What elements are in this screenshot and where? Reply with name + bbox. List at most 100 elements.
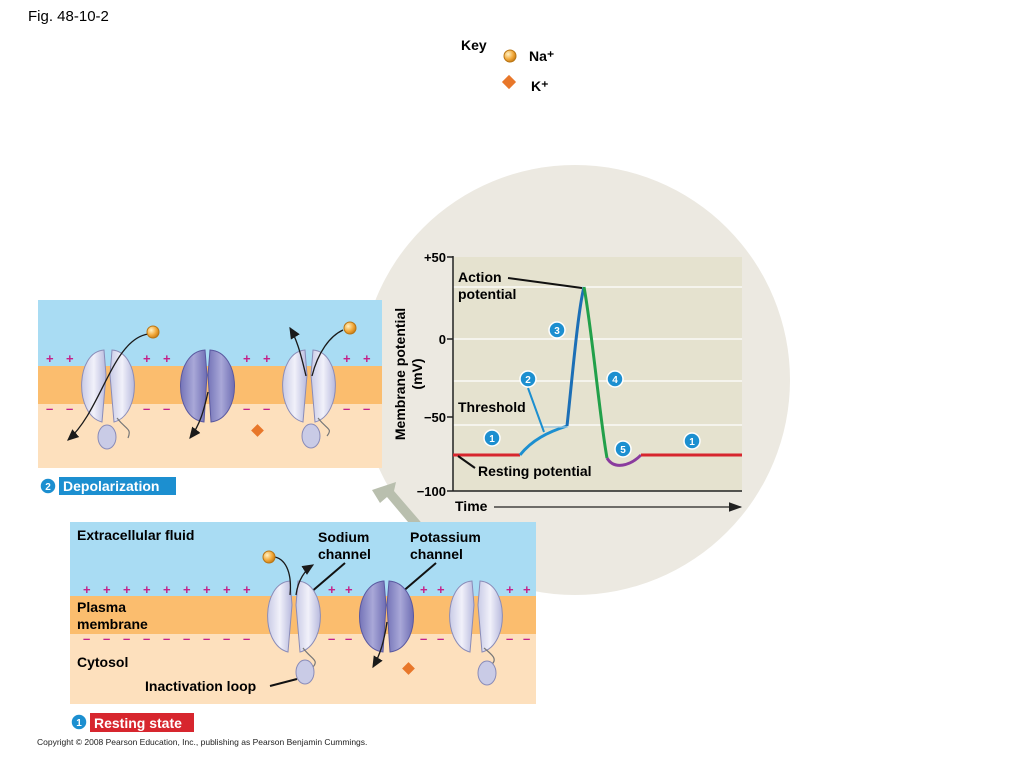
svg-text:+: + bbox=[420, 582, 428, 597]
copyright-notice: Copyright © 2008 Pearson Education, Inc.… bbox=[37, 737, 367, 747]
svg-text:+: + bbox=[343, 351, 351, 366]
falling-phase-segment bbox=[582, 286, 609, 459]
sodium-channel-leader bbox=[309, 562, 346, 594]
svg-text:1: 1 bbox=[689, 437, 695, 448]
y-axis-label: Membrane potential bbox=[392, 308, 408, 440]
svg-text:4: 4 bbox=[612, 375, 618, 386]
positive-charges: + + + + + + + + + + + + + + + bbox=[83, 582, 531, 597]
positive-charges: + + + + + + + + bbox=[46, 351, 371, 366]
svg-text:+: + bbox=[183, 582, 191, 597]
key-sodium-label: Na⁺ bbox=[529, 48, 554, 64]
y-tick-label: +50 bbox=[424, 250, 446, 265]
phase-badge-5: 5 bbox=[614, 440, 632, 458]
svg-text:+: + bbox=[143, 582, 151, 597]
svg-text:+: + bbox=[345, 582, 353, 597]
graph-plot-area bbox=[453, 257, 742, 491]
plasma-membrane-label: Plasma bbox=[77, 599, 126, 615]
sodium-outflow-arrow bbox=[289, 326, 307, 377]
resting-state-label: Resting state bbox=[94, 715, 182, 731]
svg-text:+: + bbox=[506, 582, 514, 597]
svg-text:–: – bbox=[163, 401, 170, 416]
rising-phase-segment bbox=[565, 286, 586, 427]
resting-label-box bbox=[90, 713, 194, 732]
svg-text:–: – bbox=[66, 401, 73, 416]
svg-text:+: + bbox=[46, 351, 54, 366]
plasma-membrane-label-line2: membrane bbox=[77, 616, 148, 632]
sodium-channel-label-line2: channel bbox=[318, 546, 371, 562]
svg-text:–: – bbox=[223, 631, 230, 646]
sodium-approach-arrow bbox=[274, 556, 292, 596]
svg-text:–: – bbox=[46, 401, 53, 416]
phase-2-leader bbox=[527, 387, 545, 433]
potassium-channel-leader bbox=[400, 562, 437, 594]
svg-text:1: 1 bbox=[489, 434, 495, 445]
sodium-channel-right bbox=[282, 349, 336, 449]
svg-text:2: 2 bbox=[525, 375, 531, 386]
phase-badge-1-return: 1 bbox=[683, 432, 701, 450]
svg-text:–: – bbox=[183, 631, 190, 646]
depolarization-label: Depolarization bbox=[63, 478, 159, 494]
svg-text:+: + bbox=[363, 351, 371, 366]
phase-badge-4: 4 bbox=[606, 370, 624, 388]
cytosol-label: Cytosol bbox=[77, 654, 128, 670]
svg-text:+: + bbox=[66, 351, 74, 366]
phase-badge-2: 2 bbox=[519, 370, 537, 388]
svg-text:–: – bbox=[143, 401, 150, 416]
svg-text:–: – bbox=[523, 631, 530, 646]
inactivation-ball bbox=[301, 423, 321, 449]
sodium-ion-icon bbox=[262, 550, 276, 564]
threshold-label: Threshold bbox=[458, 399, 526, 415]
svg-text:+: + bbox=[143, 351, 151, 366]
svg-text:–: – bbox=[328, 631, 335, 646]
sodium-ion-icon bbox=[343, 321, 357, 335]
svg-text:+: + bbox=[328, 582, 336, 597]
sodium-channel-open bbox=[81, 349, 135, 450]
svg-text:+: + bbox=[437, 582, 445, 597]
negative-charges: – – – – – – – – bbox=[46, 401, 370, 416]
sodium-channel-label: Sodium bbox=[318, 529, 369, 545]
svg-text:+: + bbox=[123, 582, 131, 597]
sodium-channel-right bbox=[449, 580, 503, 686]
phase-badge-3: 3 bbox=[548, 321, 566, 339]
inactivation-ball bbox=[97, 424, 117, 450]
resting-state-panel: + + + + + + + + + + + + + + + – – – – – … bbox=[70, 522, 536, 704]
step-badge-1 bbox=[70, 713, 88, 731]
svg-text:5: 5 bbox=[620, 445, 626, 456]
svg-text:–: – bbox=[420, 631, 427, 646]
potassium-arrow bbox=[372, 621, 388, 669]
potassium-ion-icon bbox=[501, 74, 517, 90]
svg-text:+: + bbox=[243, 582, 251, 597]
key-potassium-label: K⁺ bbox=[531, 78, 549, 94]
svg-text:–: – bbox=[103, 631, 110, 646]
resting-state-step-label: 1 Resting state bbox=[70, 713, 194, 732]
y-axis-unit-label: (mV) bbox=[409, 358, 425, 389]
x-axis-label: Time bbox=[455, 498, 488, 514]
figure-label: Fig. 48-10-2 bbox=[28, 8, 109, 25]
svg-text:–: – bbox=[437, 631, 444, 646]
potassium-channel-label: Potassium bbox=[410, 529, 481, 545]
inactivation-ball bbox=[477, 660, 497, 686]
key-legend: Key Na⁺ K⁺ bbox=[461, 37, 554, 94]
potassium-channel bbox=[359, 580, 414, 653]
inactivation-loop-label: Inactivation loop bbox=[145, 678, 256, 694]
svg-text:+: + bbox=[103, 582, 111, 597]
sodium-ion-icon bbox=[503, 49, 517, 63]
action-potential-label: Action bbox=[458, 269, 502, 285]
resting-potential-leader bbox=[457, 455, 476, 469]
phase-badge-1: 1 bbox=[483, 429, 501, 447]
potassium-arrow bbox=[189, 391, 209, 440]
negative-charges: – – – – – – – – – – – – – – – bbox=[83, 631, 530, 646]
sodium-influx-arrow bbox=[67, 333, 149, 441]
svg-text:–: – bbox=[363, 401, 370, 416]
step-badge-2 bbox=[39, 477, 57, 495]
potassium-ion-icon bbox=[251, 424, 264, 437]
depolarization-step-label: 2 Depolarization bbox=[39, 477, 176, 495]
svg-text:+: + bbox=[523, 582, 531, 597]
svg-text:–: – bbox=[83, 631, 90, 646]
potassium-channel bbox=[180, 349, 235, 423]
depolarization-label-box bbox=[59, 477, 176, 495]
y-tick-label: −100 bbox=[417, 484, 446, 499]
svg-text:–: – bbox=[506, 631, 513, 646]
sodium-channel-closed bbox=[267, 580, 321, 685]
